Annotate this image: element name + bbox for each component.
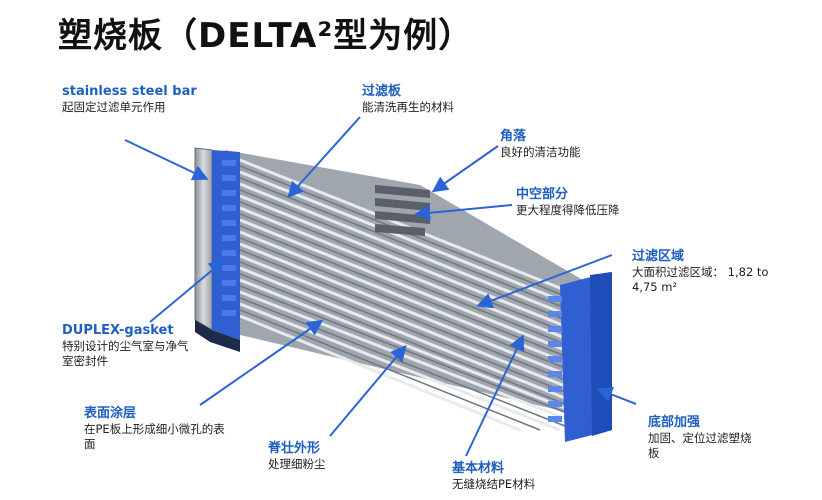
arrow-bottom [596, 386, 637, 405]
label-desc-line2: 4,75 m² [632, 280, 678, 294]
label-desc-line2: 板 [648, 446, 660, 460]
arrow-coating [199, 319, 324, 406]
label-gasket: DUPLEX-gasket 特别设计的尘气室与净气 室密封件 [62, 322, 189, 369]
label-desc: 无缝烧结PE材料 [452, 477, 536, 491]
arrow-ridge [329, 344, 407, 437]
label-filter-board: 过滤板 能清洗再生的材料 [362, 83, 454, 115]
label-desc: 能清洗再生的材料 [362, 100, 454, 114]
label-desc-line1: 加固、定位过滤塑烧 [648, 431, 752, 445]
label-filter-area: 过滤区域 大面积过滤区域： 1,82 to 4,75 m² [632, 248, 768, 295]
arrow-corner [431, 145, 499, 193]
label-ridge: 脊壮外形 处理细粉尘 [268, 440, 326, 472]
label-desc: 更大程度得降低压降 [516, 203, 620, 217]
duplex-gasket [195, 320, 240, 352]
arrow-filter-board [287, 116, 361, 198]
label-heading: 过滤板 [362, 84, 402, 99]
label-desc: 起固定过滤单元作用 [62, 100, 166, 114]
label-coating: 表面涂层 在PE板上形成细小微孔的表 面 [84, 405, 225, 452]
label-heading: DUPLEX-gasket [62, 323, 174, 338]
label-heading: 角落 [500, 129, 527, 144]
label-steel-bar: stainless steel bar 起固定过滤单元作用 [62, 83, 197, 115]
pleated-body [225, 150, 600, 420]
label-heading: 脊壮外形 [268, 441, 321, 456]
label-corner: 角落 良好的清洁功能 [500, 128, 581, 160]
label-heading: 过滤区域 [632, 249, 685, 264]
label-base-material: 基本材料 无缝烧结PE材料 [452, 460, 535, 492]
arrow-gasket [149, 259, 226, 323]
arrow-base-material [465, 334, 525, 457]
label-hollow: 中空部分 更大程度得降低压降 [516, 186, 620, 218]
arrow-hollow [414, 204, 513, 221]
arrow-steel-bar [124, 139, 209, 181]
label-desc-line1: 特别设计的尘气室与净气 [62, 339, 189, 353]
left-blue-frame [212, 150, 240, 340]
label-desc-line1: 大面积过滤区域： 1,82 to [632, 265, 769, 279]
label-desc: 良好的清洁功能 [500, 145, 581, 159]
label-heading: 表面涂层 [84, 406, 137, 421]
label-desc-line2: 面 [84, 437, 96, 451]
label-heading: 底部加强 [648, 415, 701, 430]
label-heading: 中空部分 [516, 187, 569, 202]
label-bottom: 底部加强 加固、定位过滤塑烧 板 [648, 414, 752, 461]
arrow-filter-area [476, 254, 613, 309]
label-heading: stainless steel bar [62, 84, 197, 99]
label-desc-line2: 室密封件 [62, 354, 108, 368]
label-desc-line1: 在PE板上形成细小微孔的表 [84, 422, 225, 436]
label-heading: 基本材料 [452, 461, 505, 476]
label-desc: 处理细粉尘 [268, 457, 326, 471]
page-title: 塑烧板（DELTA²型为例） [58, 16, 474, 56]
